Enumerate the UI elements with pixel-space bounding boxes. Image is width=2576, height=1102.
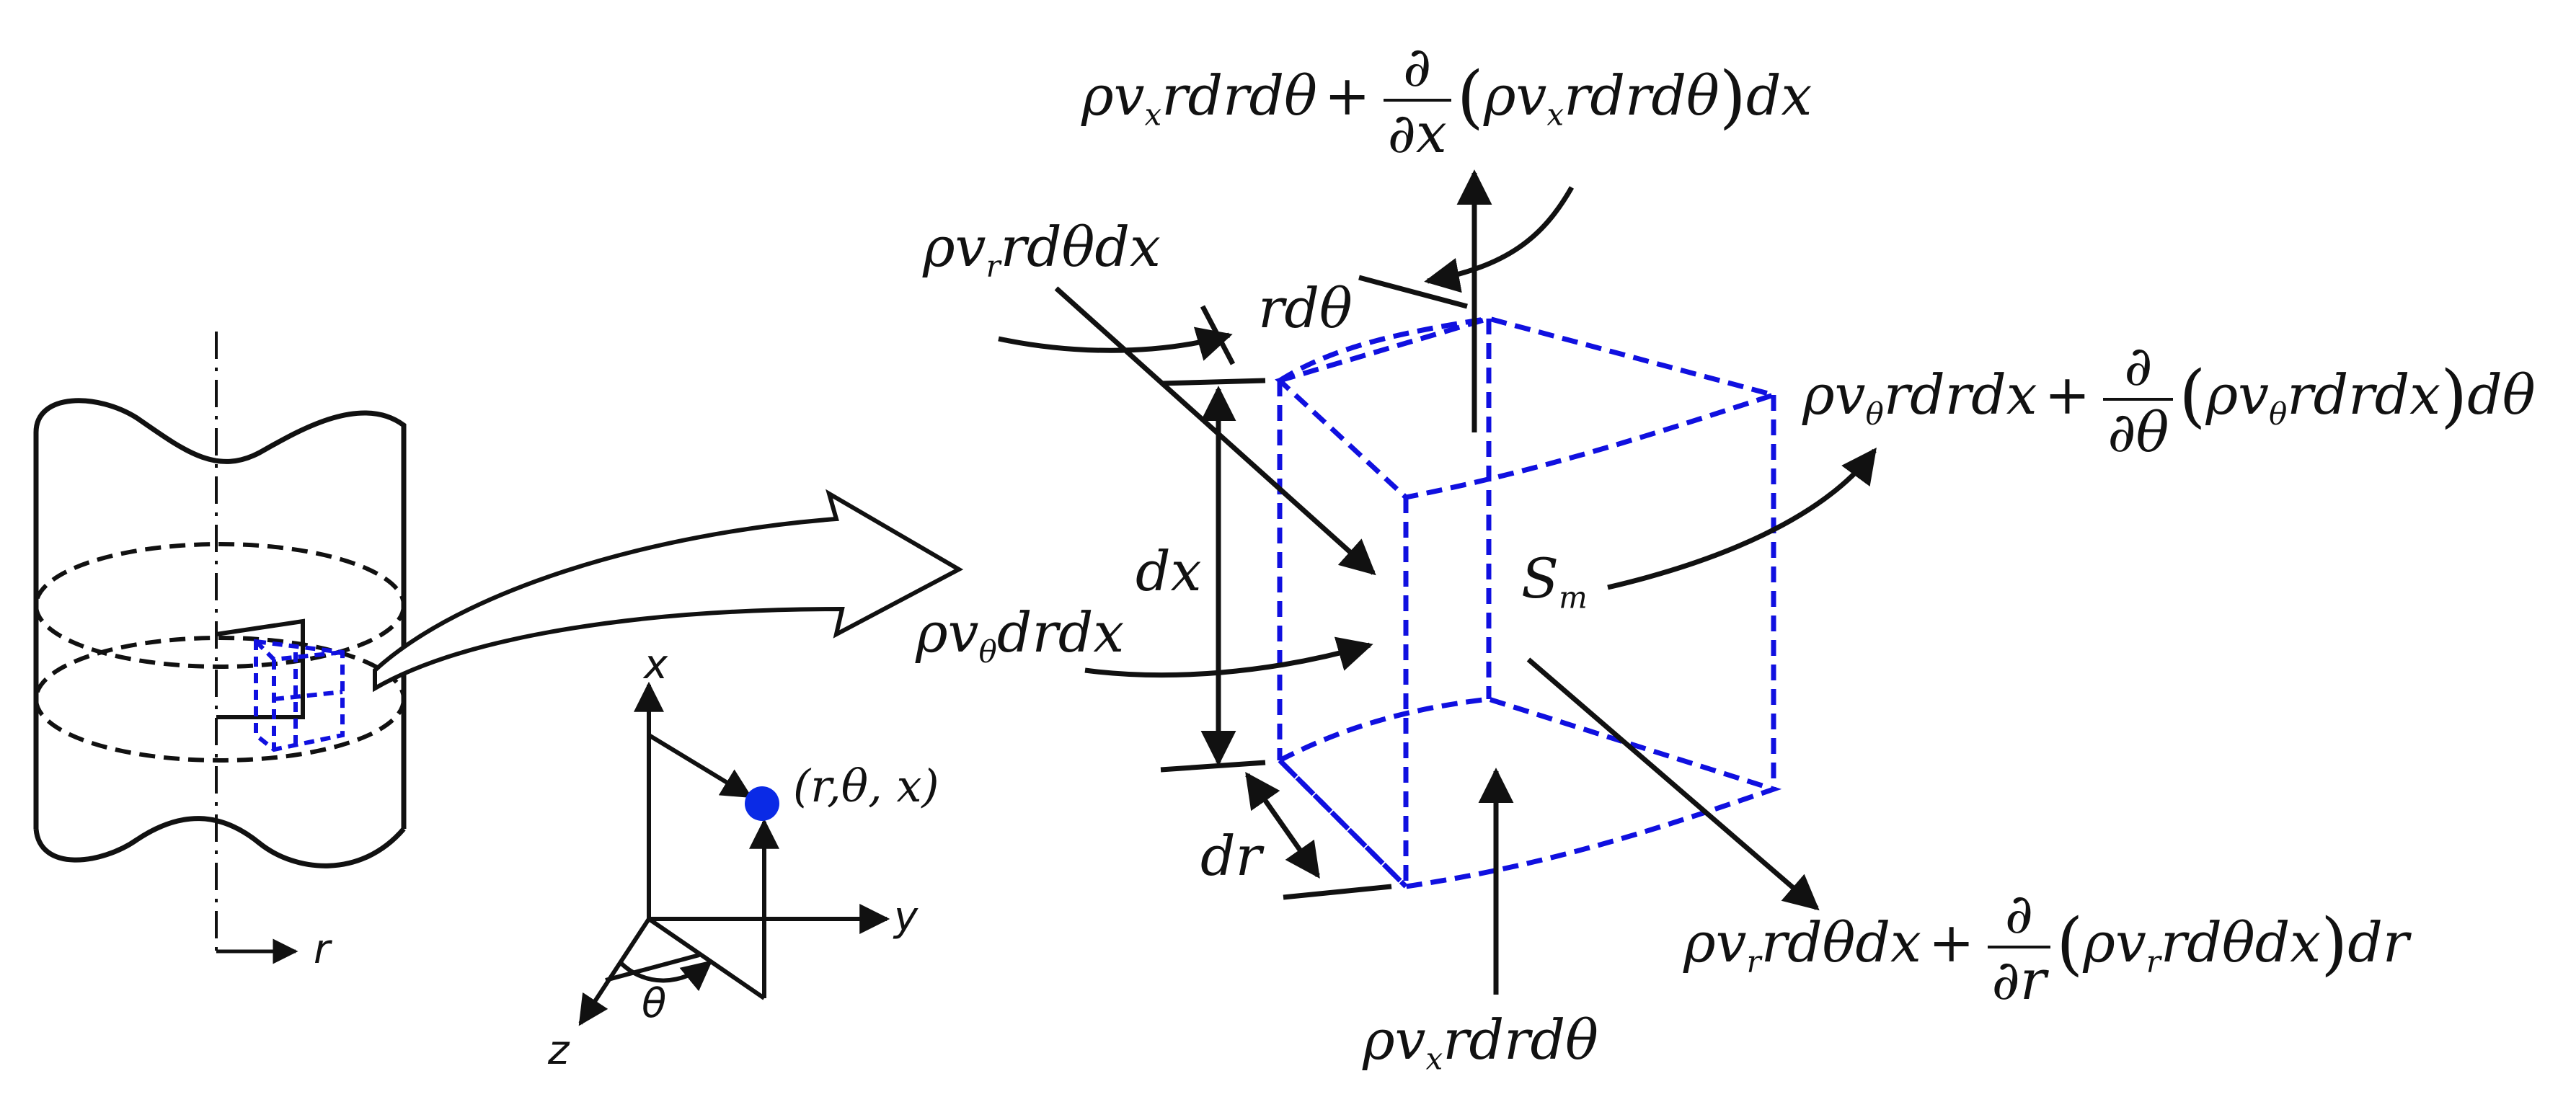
theta-projection	[605, 953, 700, 982]
plus-sign: +	[1324, 63, 1371, 128]
label-axis-z: z	[548, 1027, 570, 1074]
x-out-base: ρvxrdrdθ	[1081, 63, 1317, 133]
label-axis-theta: θ	[642, 980, 667, 1027]
small-element-outline	[216, 618, 305, 719]
dim-r-bottom-tick	[1283, 884, 1392, 900]
label-dx: dx	[1136, 539, 1202, 603]
zoom-arrow	[373, 489, 964, 693]
flux-arrows	[998, 169, 1877, 995]
cylinder-bottom-wave	[33, 816, 406, 868]
arrow-x-out-leader	[1424, 186, 1575, 293]
dim-rdtheta-tick	[1200, 305, 1236, 365]
dim-x-bottom-tick	[1160, 760, 1266, 773]
label-axis-y: y	[894, 894, 919, 941]
dim-x-top-leader	[1358, 275, 1468, 309]
label-point: (r,θ, x)	[793, 760, 939, 812]
cylinder-lower-section	[34, 636, 406, 763]
small-element	[254, 639, 345, 752]
label-dr: dr	[1200, 824, 1262, 888]
arrow-theta-out	[1607, 448, 1877, 590]
element-top-curve	[1278, 316, 1490, 383]
element-top-face	[1275, 316, 1783, 500]
label-theta-in: ρvθdrdx	[916, 600, 1125, 670]
label-x-out: ρvxrdrdθ+∂∂x(ρvxrdrdθ)dx	[1081, 35, 1813, 165]
z-axis	[578, 917, 651, 1026]
cylinder-upper-section	[34, 542, 406, 669]
cylinder-top-wave	[33, 398, 407, 464]
cylinder	[33, 332, 964, 964]
label-rdtheta: rdθ	[1258, 276, 1353, 340]
label-x-in: ρvxrdrdθ	[1363, 1008, 1598, 1077]
label-r-in: ρvrrdθdx	[923, 215, 1161, 284]
coordinate-axes	[578, 681, 890, 1026]
position-vector	[647, 733, 753, 799]
label-r-out: ρvrrdθdx+∂∂r(ρvrrdθdx)dr	[1683, 881, 2409, 1012]
label-axis-r: r	[314, 926, 331, 973]
label-source: Sm	[1521, 546, 1588, 616]
point-marker	[745, 786, 779, 821]
label-theta-out: ρvθrdrdx+∂∂θ(ρvθrdrdx)dθ	[1802, 334, 2536, 464]
element-bottom-face	[1275, 696, 1782, 889]
arrow-r-in-leader	[998, 326, 1233, 361]
x-out-derivative: ∂∂x	[1383, 40, 1451, 161]
dim-dr	[1245, 771, 1320, 879]
label-axis-x: x	[644, 641, 668, 688]
arrow-r-out	[1526, 657, 1820, 911]
dim-x-top-tick	[1160, 378, 1266, 386]
radial-projection	[647, 917, 766, 1000]
theta-arc	[618, 960, 713, 992]
